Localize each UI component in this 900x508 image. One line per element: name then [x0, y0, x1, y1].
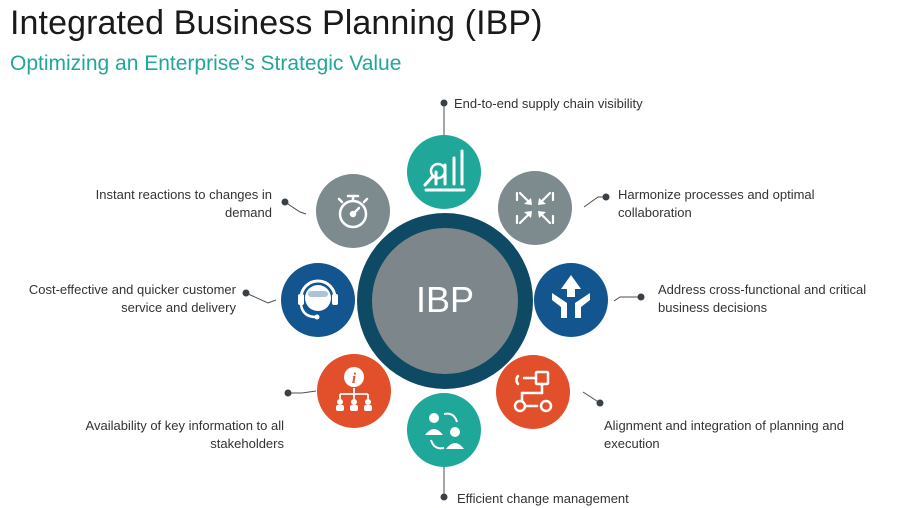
converging-arrows-icon	[515, 191, 555, 225]
page-subtitle: Optimizing an Enterprise’s Strategic Val…	[10, 52, 402, 75]
process-flow-icon	[513, 370, 553, 413]
dot-lower-left	[284, 389, 292, 397]
connector-upper-left	[284, 201, 307, 215]
label-bottom: Efficient change management	[457, 491, 629, 506]
hub-inner-circle	[372, 228, 518, 374]
label-upper-left: Instant reactions to changes in demand	[95, 187, 272, 220]
dot-lower-right	[596, 399, 604, 407]
label-upper-right: Harmonize processes and optimal collabor…	[618, 187, 815, 220]
dot-upper-left	[281, 198, 289, 206]
decision-arrows-icon	[552, 275, 590, 318]
hub-label: IBP	[415, 279, 475, 320]
chart-magnifier-icon	[423, 149, 466, 192]
label-top: End-to-end supply chain visibility	[454, 96, 643, 111]
connector-left	[245, 292, 277, 304]
headset-icon	[298, 279, 338, 320]
node-right	[534, 263, 608, 337]
node-bottom	[407, 393, 481, 467]
connector-lower-left	[288, 390, 317, 394]
node-upper-right	[498, 171, 572, 245]
label-left: Cost-effective and quicker customer serv…	[28, 282, 236, 315]
dot-upper-right	[602, 193, 610, 201]
page-title: Integrated Business Planning (IBP)	[10, 4, 543, 42]
connector-lines	[245, 103, 641, 497]
people-exchange-icon	[425, 412, 464, 450]
label-lower-right: Alignment and integration of planning an…	[604, 418, 844, 451]
label-lower-left: Availability of key information to all s…	[85, 418, 284, 451]
connector-upper-right	[583, 196, 606, 208]
stopwatch-icon	[337, 194, 369, 229]
dot-bottom	[440, 493, 448, 501]
info-hierarchy-icon: i	[336, 367, 372, 411]
svg-text:i: i	[352, 371, 357, 387]
dot-top	[440, 99, 448, 107]
connector-right	[613, 296, 641, 302]
connector-dots	[242, 99, 645, 501]
dot-right	[637, 293, 645, 301]
dot-left	[242, 289, 250, 297]
label-right: Address cross-functional and critical bu…	[658, 282, 867, 315]
